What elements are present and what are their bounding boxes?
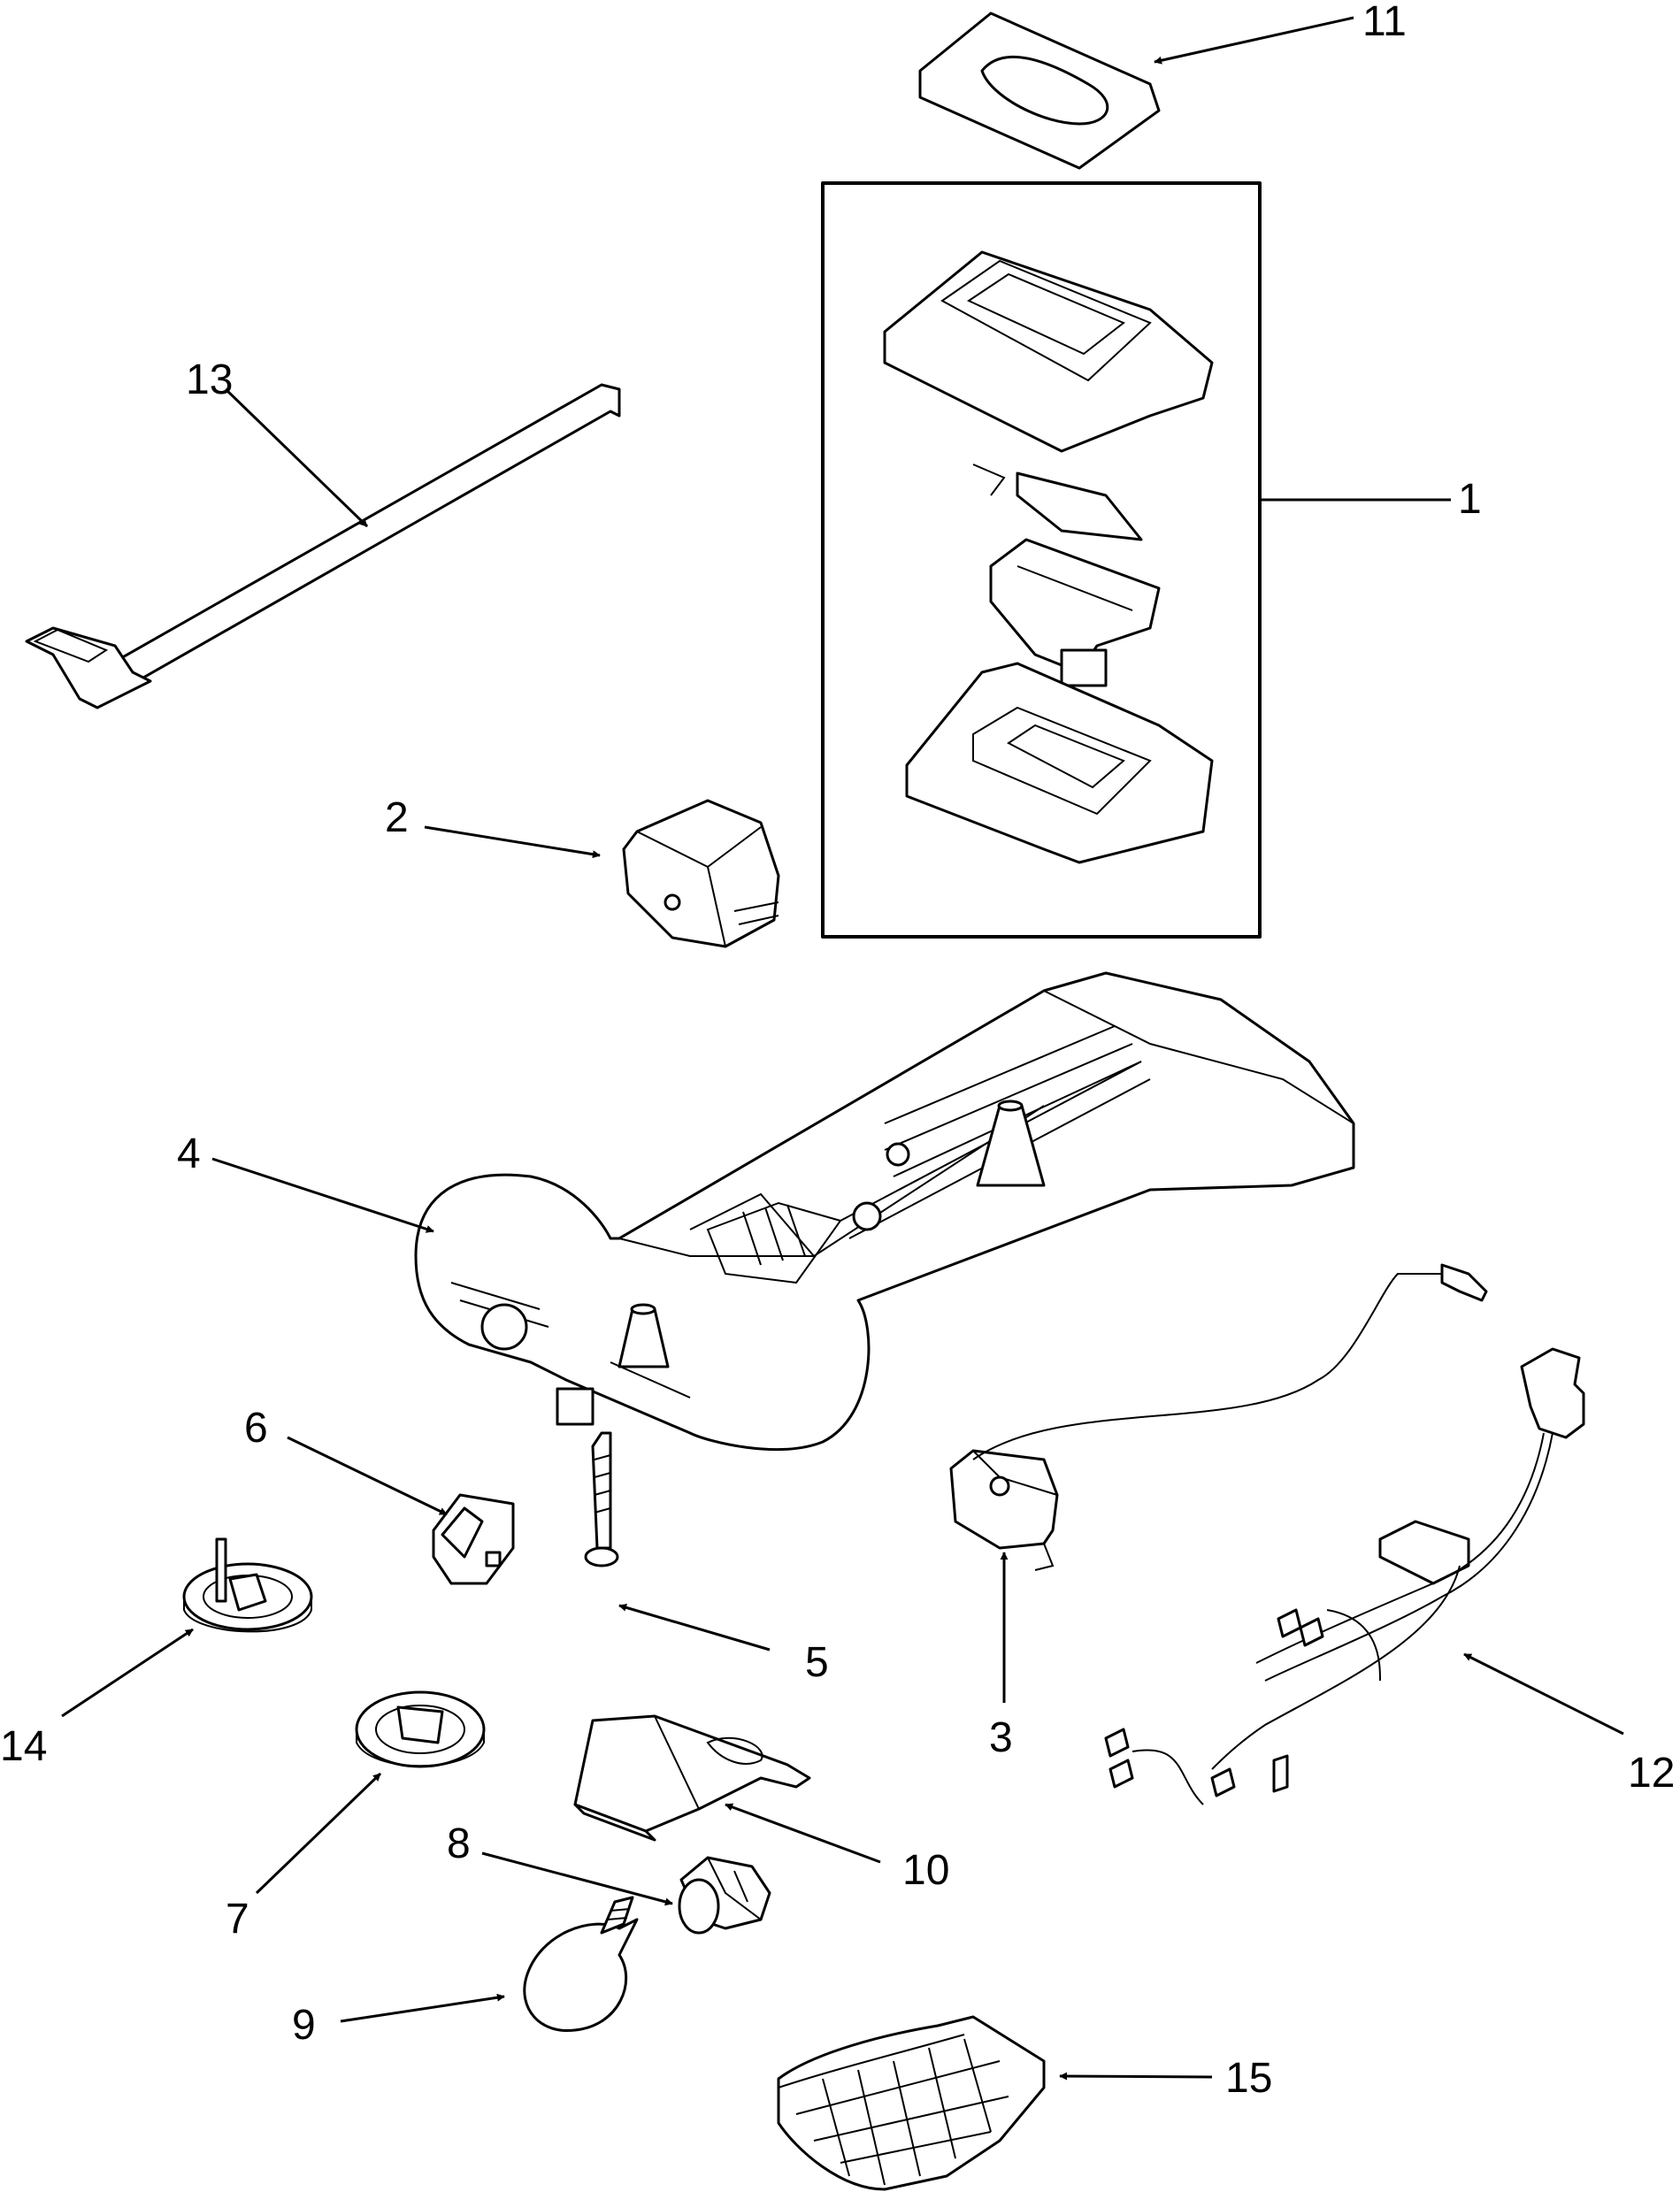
callout-10: 10 [902, 1847, 949, 1894]
part-15-basket [777, 2015, 1046, 2191]
part-6-switch [432, 1493, 515, 1585]
callout-14: 14 [0, 1723, 47, 1770]
callout-labels: 1 2 3 4 5 6 7 8 9 10 11 12 13 14 15 [0, 0, 1675, 2102]
part-1-assembly [821, 181, 1262, 939]
part-13-rod [25, 383, 621, 709]
part-3-thermostat [949, 1263, 1488, 1571]
part-14-cup [182, 1537, 313, 1633]
callout-6: 6 [244, 1405, 268, 1452]
callout-3: 3 [989, 1714, 1013, 1761]
callout-13: 13 [186, 356, 233, 403]
callout-11: 11 [1362, 0, 1407, 45]
part-8-socket [678, 1856, 771, 1935]
part-4-housing [414, 971, 1355, 1452]
leader-lines [61, 16, 1624, 2081]
part-10-bracket [573, 1714, 811, 1842]
part-9-bulb [523, 1896, 639, 2033]
part-2-timer [622, 799, 780, 948]
callout-4: 4 [177, 1130, 201, 1177]
part-7-cup [355, 1690, 486, 1768]
callout-12: 12 [1628, 1750, 1675, 1797]
callout-7: 7 [226, 1896, 249, 1943]
callout-8: 8 [447, 1820, 471, 1867]
callout-9: 9 [292, 2002, 316, 2049]
part-5-screw [584, 1431, 619, 1567]
part-11-gasket [918, 11, 1161, 170]
callout-15: 15 [1225, 2055, 1272, 2102]
callout-1: 1 [1458, 476, 1482, 523]
callout-5: 5 [805, 1639, 829, 1686]
part-12-harness [1104, 1347, 1585, 1805]
callout-2: 2 [385, 794, 409, 841]
